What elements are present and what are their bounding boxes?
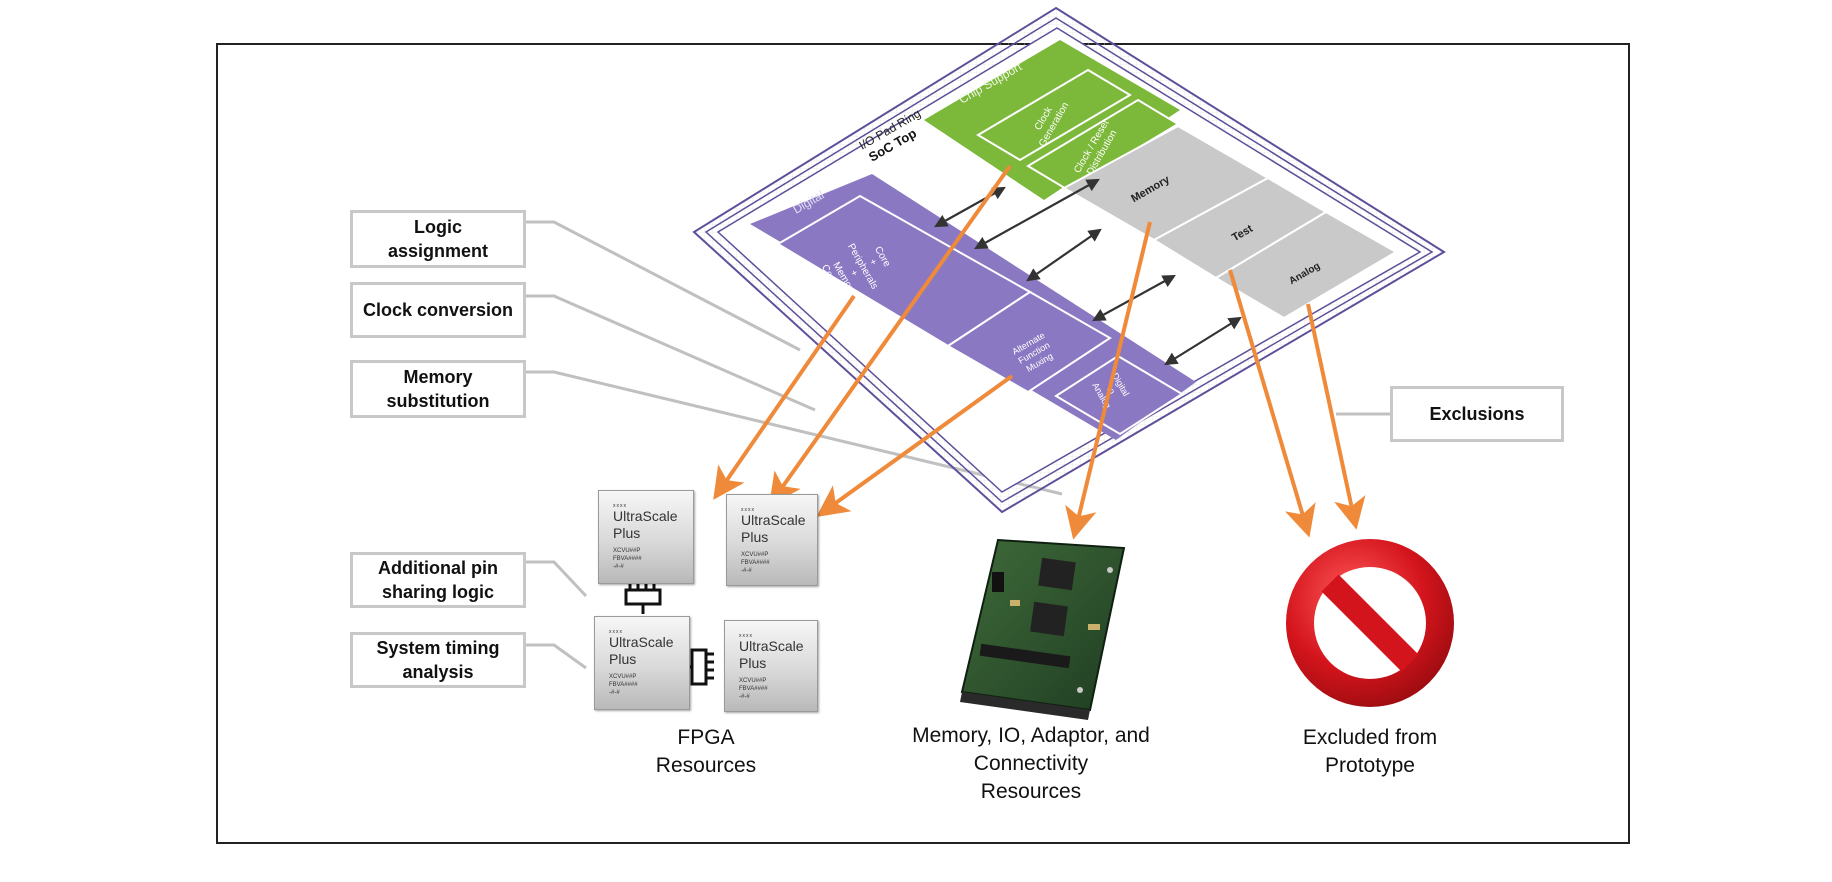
leader-logic-assignment — [526, 220, 801, 352]
analog-block — [1214, 210, 1398, 320]
fpga-vendor-logo: xxxx — [613, 503, 627, 509]
callout-logic-assignment: Logic assignment — [350, 210, 526, 268]
fpga-tile-bottom-left: xxxx UltraScale Plus XCVU##P FBVA#### -#… — [594, 616, 690, 710]
digital-to-analog-block — [1054, 354, 1184, 436]
arrow-analog-to-excluded — [1306, 303, 1366, 530]
arrow-muxing-to-fpga — [816, 374, 1014, 518]
leader-system-timing — [526, 643, 587, 670]
fpga-tile-bottom-right: xxxx UltraScale Plus XCVU##P FBVA#### -#… — [724, 620, 818, 712]
fpga-brand-label: UltraScale Plus — [613, 508, 678, 541]
clock-generation-block — [976, 68, 1132, 162]
callout-memory-substitution: Memory substitution — [350, 360, 526, 418]
fpga-part-label: XCVU##P FBVA#### -#-# — [739, 678, 768, 700]
chip-support-block: Chip Support ClockGeneration Clock / Res… — [924, 40, 1180, 200]
pin-sharing-mux-icon — [624, 582, 662, 614]
caption-fpga-resources: FPGA Resources — [655, 726, 757, 777]
callout-exclusions: Exclusions — [1390, 386, 1564, 442]
memory-io-board-image — [960, 538, 1126, 720]
leader-lines — [526, 220, 1390, 670]
arrow-clock-to-fpga — [769, 164, 1012, 506]
mapping-arrows — [713, 164, 1366, 540]
leader-pin-sharing — [526, 560, 588, 598]
fpga-brand-label: UltraScale Plus — [609, 634, 674, 667]
gray-blocks: Memory Test Analog — [1061, 124, 1398, 320]
pin-sharing-mux-icon-2 — [684, 648, 714, 686]
callout-clock-conversion: Clock conversion — [350, 282, 526, 338]
leader-clock-conversion — [526, 294, 816, 412]
callout-additional-pin-sharing: Additional pin sharing logic — [350, 552, 526, 608]
fpga-part-label: XCVU##P FBVA#### -#-# — [741, 552, 770, 574]
fpga-vendor-logo: xxxx — [739, 633, 753, 639]
fpga-brand-label: UltraScale Plus — [741, 512, 806, 545]
fpga-tile-top-left: xxxx UltraScale Plus XCVU##P FBVA#### -#… — [598, 490, 694, 584]
fpga-vendor-logo: xxxx — [609, 629, 623, 635]
fpga-brand-label: UltraScale Plus — [739, 638, 804, 671]
leader-memory-substitution — [526, 370, 1063, 496]
excluded-no-sign-icon — [1286, 539, 1454, 707]
fpga-part-label: XCVU##P FBVA#### -#-# — [609, 674, 638, 696]
alternate-function-muxing-block — [946, 290, 1112, 394]
caption-memory-io-resources: Memory, IO, Adaptor, and Connectivity Re… — [912, 724, 1150, 803]
interconnect-arrows — [934, 178, 1242, 366]
caption-excluded-from-prototype: Excluded from Prototype — [1302, 726, 1438, 777]
fpga-vendor-logo: xxxx — [741, 507, 755, 513]
arrow-memory-to-board — [1065, 221, 1152, 540]
fpga-tile-top-right: xxxx UltraScale Plus XCVU##P FBVA#### -#… — [726, 494, 818, 586]
fpga-part-label: XCVU##P FBVA#### -#-# — [613, 548, 642, 570]
callout-system-timing: System timing analysis — [350, 632, 526, 688]
arrow-core-to-fpga — [713, 294, 856, 500]
diagram-frame — [216, 43, 1630, 844]
arrow-test-to-excluded — [1228, 269, 1316, 538]
